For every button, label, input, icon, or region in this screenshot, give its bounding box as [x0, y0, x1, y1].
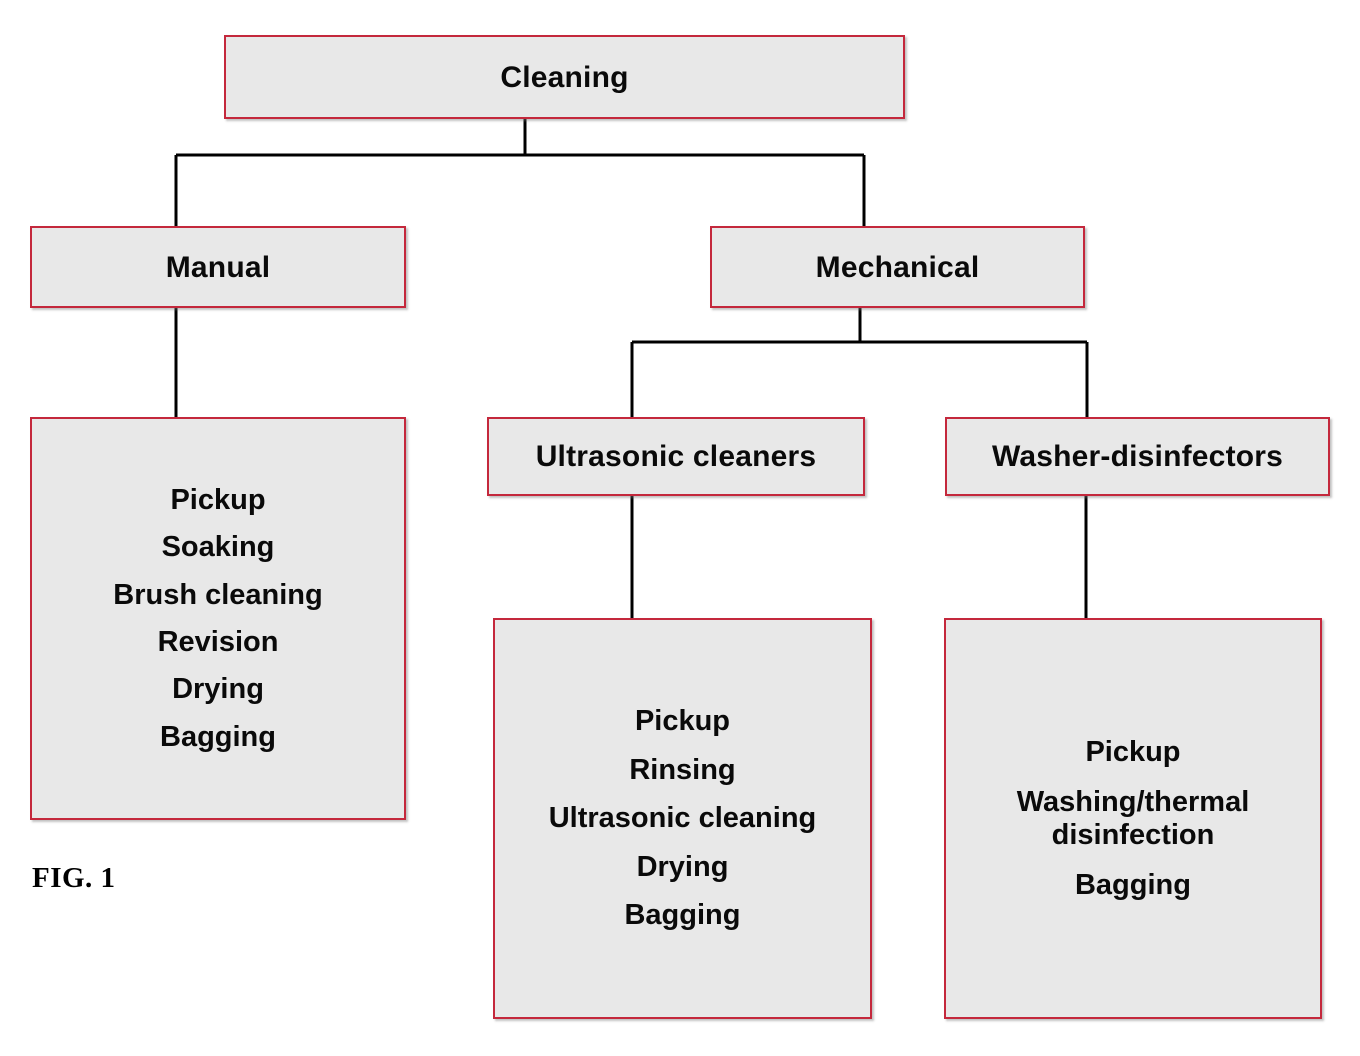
list-item: Pickup — [1085, 735, 1181, 768]
node-mechanical[interactable]: Mechanical — [710, 226, 1085, 308]
list-item: Drying — [636, 850, 729, 883]
node-washer-disinfectors-label: Washer-disinfectors — [991, 440, 1284, 473]
list-item: Revision — [157, 626, 279, 658]
list-item: Brush cleaning — [113, 578, 323, 611]
node-ultrasonic-cleaners-label: Ultrasonic cleaners — [535, 440, 817, 473]
figure-label: FIG. 1 — [32, 862, 116, 894]
node-manual-label: Manual — [165, 250, 271, 284]
list-item: Bagging — [1074, 868, 1191, 901]
list-item: Ultrasonic cleaning — [548, 802, 817, 835]
list-item: Washing/thermal disinfection — [1016, 786, 1250, 851]
list-item: Drying — [172, 673, 264, 706]
node-cleaning-label: Cleaning — [500, 60, 629, 94]
list-item: Pickup — [634, 705, 731, 738]
list-item: Rinsing — [629, 753, 736, 786]
list-item: Bagging — [160, 720, 276, 753]
list-item: Soaking — [161, 531, 275, 564]
node-cleaning[interactable]: Cleaning — [224, 35, 905, 119]
node-manual[interactable]: Manual — [30, 226, 406, 308]
list-item: Bagging — [624, 899, 741, 932]
node-mechanical-label: Mechanical — [815, 250, 980, 284]
node-washer-disinfectors[interactable]: Washer-disinfectors — [945, 417, 1330, 496]
list-item: Pickup — [170, 483, 266, 516]
node-ultrasonic-cleaners[interactable]: Ultrasonic cleaners — [487, 417, 865, 496]
